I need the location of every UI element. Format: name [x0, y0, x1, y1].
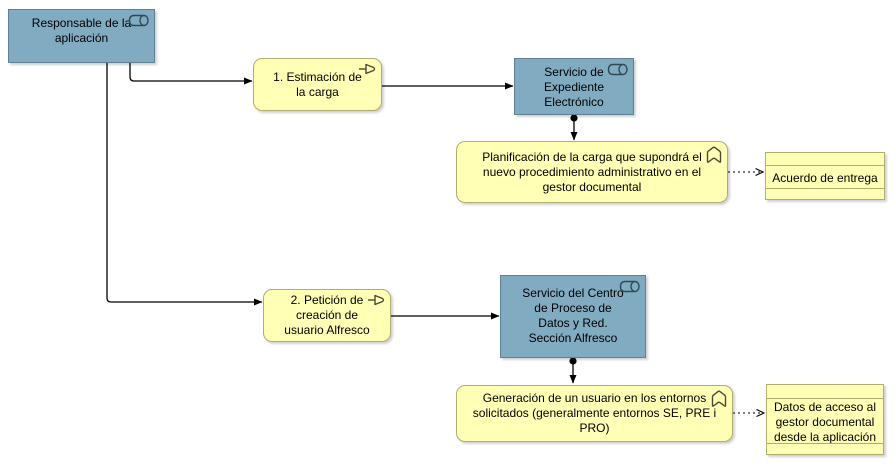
node-label: 1. Estimación de la carga — [273, 69, 362, 99]
node-acuerdo-entrega[interactable]: Acuerdo de entrega — [765, 152, 885, 200]
node-label: Servicio de Expediente Electrónico — [543, 65, 605, 109]
trigger-responsable-peticion — [106, 63, 263, 306]
business-role-icon — [128, 14, 149, 27]
node-label: Responsable de la aplicación — [31, 16, 132, 45]
node-label: 2. Petición de creación de usuario Alfre… — [284, 293, 370, 337]
node-responsable-aplicacion[interactable]: Responsable de la aplicación — [8, 9, 155, 63]
node-servicio-cpd-alfresco[interactable]: Servicio del Centro de Proceso de Datos … — [500, 275, 646, 358]
assignment-ball — [569, 357, 577, 365]
business-process-icon — [359, 63, 376, 75]
node-label: Generación de un usuario en los entornos… — [472, 391, 717, 435]
node-label: Datos de acceso al gestor documental des… — [773, 399, 877, 444]
business-object-frame — [767, 443, 883, 454]
node-planificacion-carga[interactable]: Planificación de la carga que supondrá e… — [456, 141, 728, 203]
node-label: Acuerdo de entrega — [772, 170, 878, 185]
business-function-icon — [711, 390, 727, 407]
trigger-responsable-estimacion — [129, 63, 253, 85]
assignment-ball — [570, 114, 578, 122]
node-servicio-expediente-electronico[interactable]: Servicio de Expediente Electrónico — [514, 58, 634, 115]
node-label: Planificación de la carga que supondrá e… — [482, 149, 702, 194]
business-process-icon — [368, 294, 385, 306]
node-peticion-usuario-alfresco[interactable]: 2. Petición de creación de usuario Alfre… — [263, 289, 391, 342]
node-estimacion-carga[interactable]: 1. Estimación de la carga — [253, 58, 382, 111]
node-generacion-usuario[interactable]: Generación de un usuario en los entornos… — [456, 385, 733, 442]
business-role-icon — [619, 280, 640, 293]
business-role-icon — [607, 63, 628, 76]
business-object-frame — [766, 153, 884, 166]
business-object-frame — [766, 188, 884, 199]
node-label: Servicio del Centro de Proceso de Datos … — [522, 286, 624, 345]
business-function-icon — [706, 146, 722, 163]
business-object-frame — [767, 385, 883, 399]
node-datos-acceso[interactable]: Datos de acceso al gestor documental des… — [766, 384, 884, 455]
